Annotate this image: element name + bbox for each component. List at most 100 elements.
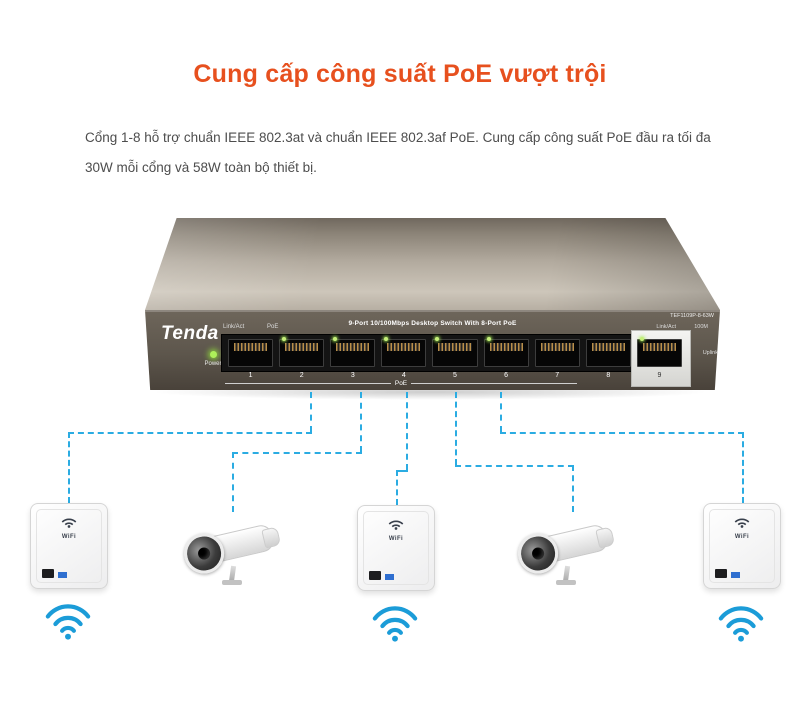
rj45-port: 1	[228, 339, 274, 379]
rj45-uplink-port: 9	[636, 337, 682, 379]
ap-ports	[715, 569, 740, 578]
camera-body	[180, 522, 282, 578]
rj45-port: 2	[279, 337, 325, 379]
wifi-emblem: WiFi	[704, 515, 780, 540]
port-number: 3	[350, 372, 355, 379]
poe-label: PoE	[267, 324, 279, 330]
ip-camera-device	[178, 512, 290, 596]
usb-port-icon	[58, 572, 67, 578]
connection-line	[455, 465, 574, 467]
wifi-ap-device: WiFi	[703, 503, 781, 589]
rj45-port: 8	[585, 339, 631, 379]
rj45-port: 7	[534, 339, 580, 379]
port-pins	[234, 343, 268, 351]
connection-line	[232, 452, 362, 454]
camera-base	[222, 580, 242, 585]
port-pins	[285, 343, 319, 351]
connection-line	[360, 392, 362, 452]
wifi-arcs-icon	[734, 518, 750, 528]
connection-line	[232, 452, 234, 512]
port-number: 1	[248, 372, 253, 379]
rj45-port: 5	[432, 337, 478, 379]
link-act-right-label: Link/Act	[656, 324, 676, 330]
ethernet-jack-icon	[369, 571, 381, 580]
rj45-port: 4	[381, 337, 427, 379]
speed-label: 100M	[694, 324, 708, 330]
wifi-ap-label: WiFi	[388, 536, 404, 542]
ap-ports	[42, 569, 67, 578]
camera-lens-hood	[514, 529, 563, 578]
port-led-icon	[486, 337, 491, 341]
port-led-icon	[435, 337, 440, 341]
connection-line	[500, 392, 502, 432]
port-led-icon	[333, 337, 338, 341]
wifi-ap-device: WiFi	[357, 505, 435, 591]
port-led-icon	[639, 337, 644, 341]
poe-switch-illustration: Tenda Power Link/Act PoE 9-Port 10/100Mb…	[145, 218, 720, 390]
connection-line	[396, 470, 398, 505]
port-number: 8	[606, 372, 611, 379]
switch-front-panel: Tenda Power Link/Act PoE 9-Port 10/100Mb…	[145, 310, 720, 390]
model-label: TEF1109P-8-63W	[670, 313, 714, 319]
port-number: 7	[555, 372, 560, 379]
camera-lens-icon	[196, 546, 212, 561]
wifi-arcs-icon	[388, 520, 404, 530]
connection-line	[500, 432, 744, 434]
panel-title: 9-Port 10/100Mbps Desktop Switch With 8-…	[348, 320, 517, 327]
wifi-signal-icon	[368, 600, 422, 642]
connection-line	[455, 392, 457, 465]
wifi-signal-icon	[714, 600, 768, 642]
port-pins	[642, 343, 676, 351]
camera-body-unit	[514, 522, 616, 578]
wifi-ap-label: WiFi	[61, 534, 77, 540]
connection-line	[406, 392, 408, 470]
connection-line	[742, 432, 744, 503]
uplink-label: Uplink	[702, 350, 718, 356]
ip-camera-device	[512, 512, 624, 596]
ap-ports	[369, 571, 394, 580]
connection-line	[68, 432, 70, 503]
camera-rear-cap	[261, 526, 282, 549]
connection-line	[310, 392, 312, 432]
camera-rear-cap	[595, 526, 616, 549]
camera-lens-hood	[180, 529, 229, 578]
port-pins	[489, 343, 523, 351]
port-pins	[540, 343, 574, 351]
port-number: 5	[453, 372, 457, 379]
rj45-port: 3	[330, 337, 376, 379]
port-number: 2	[299, 372, 304, 379]
power-indicator: Power	[203, 351, 223, 367]
page-title: Cung cấp công suất PoE vượt trội	[193, 60, 607, 88]
description-text: Cổng 1-8 hỗ trợ chuẩn IEEE 802.3at và ch…	[85, 129, 711, 175]
connection-line	[396, 470, 408, 472]
wifi-ap-device: WiFi	[30, 503, 108, 589]
camera-lens-icon	[530, 546, 546, 561]
port-pins	[387, 343, 421, 351]
poe-group-bracket: PoE	[225, 380, 577, 387]
usb-port-icon	[385, 574, 394, 580]
power-led-icon	[209, 351, 217, 358]
rj45-port: 6	[483, 337, 529, 379]
ap-faceplate	[36, 509, 102, 583]
wifi-signal-icon	[41, 598, 95, 640]
port-number: 9	[657, 372, 662, 379]
wifi-emblem: WiFi	[31, 515, 107, 540]
port-led-icon	[384, 337, 389, 341]
ap-faceplate	[709, 509, 775, 583]
wifi-ap-label: WiFi	[734, 534, 750, 540]
ap-faceplate	[363, 511, 429, 585]
port-pins	[438, 343, 472, 351]
port-number: 6	[504, 372, 509, 379]
connection-line	[572, 465, 574, 512]
switch-top-face	[145, 218, 720, 310]
camera-base	[556, 580, 576, 585]
poe-group-label: PoE	[394, 380, 408, 387]
port-pins	[336, 343, 370, 351]
ethernet-jack-icon	[42, 569, 54, 578]
link-act-label: Link/Act	[223, 324, 245, 330]
port-led-icon	[282, 337, 287, 341]
tenda-logo: Tenda	[161, 323, 219, 344]
camera-body-unit	[180, 522, 282, 578]
ethernet-jack-icon	[715, 569, 727, 578]
